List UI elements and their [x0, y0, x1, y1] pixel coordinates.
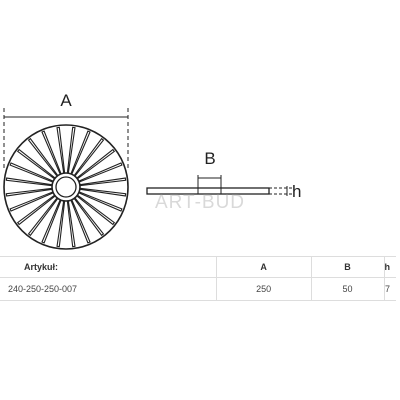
- plate-hub-inner: [55, 176, 77, 198]
- watermark-text: ART-BUD: [155, 192, 245, 213]
- plate-spoke: [73, 137, 105, 177]
- plate-spoke: [56, 126, 66, 173]
- dimension-b-label: B: [204, 149, 215, 168]
- dimension-a-label: A: [60, 91, 72, 110]
- header-h: h: [384, 256, 396, 278]
- spec-table-header: Artykuł: A B h: [0, 256, 396, 278]
- cell-b: 50: [311, 277, 385, 301]
- plate-spoke: [78, 162, 123, 183]
- plate-spoke: [70, 199, 91, 244]
- plate-spoke: [27, 197, 59, 237]
- plate-spoke: [66, 201, 76, 248]
- plate-top-view: [3, 124, 129, 250]
- technical-drawing: A B h ART-BUD: [3, 91, 301, 250]
- plate-spoke: [9, 191, 54, 212]
- plate-spoke: [80, 187, 127, 197]
- plate-spoke: [70, 130, 91, 175]
- header-a: A: [216, 256, 312, 278]
- plate-side-view: [146, 175, 292, 196]
- plate-spoke: [5, 177, 52, 187]
- plate-spoke: [16, 194, 56, 226]
- plate-spoke: [41, 130, 62, 175]
- plate-spoke: [16, 148, 56, 180]
- table-row: 240-250-250-007 250 50 7: [0, 277, 396, 301]
- plate-spoke: [78, 191, 123, 212]
- plate-spoke: [5, 187, 52, 197]
- plate-outer-rim: [3, 124, 129, 250]
- dimension-h-label: h: [292, 182, 301, 201]
- cell-a: 250: [216, 277, 312, 301]
- plate-spoke: [66, 126, 76, 173]
- plate-spoke: [41, 199, 62, 244]
- cell-article: 240-250-250-007: [0, 277, 217, 301]
- plate-side-profile: [146, 187, 270, 195]
- header-article: Artykuł:: [0, 256, 217, 278]
- spec-table: Artykuł: A B h 240-250-250-007 250 50 7: [0, 256, 396, 301]
- plate-spoke: [9, 162, 54, 183]
- dimension-a: [3, 108, 129, 170]
- plate-spokes: [5, 126, 127, 248]
- plate-spoke: [56, 201, 66, 248]
- header-b: B: [311, 256, 385, 278]
- plate-spoke: [76, 148, 116, 180]
- plate-spoke: [27, 137, 59, 177]
- cell-h: 7: [384, 277, 396, 301]
- plate-spoke: [73, 197, 105, 237]
- plate-spoke: [76, 194, 116, 226]
- plate-spoke: [80, 177, 127, 187]
